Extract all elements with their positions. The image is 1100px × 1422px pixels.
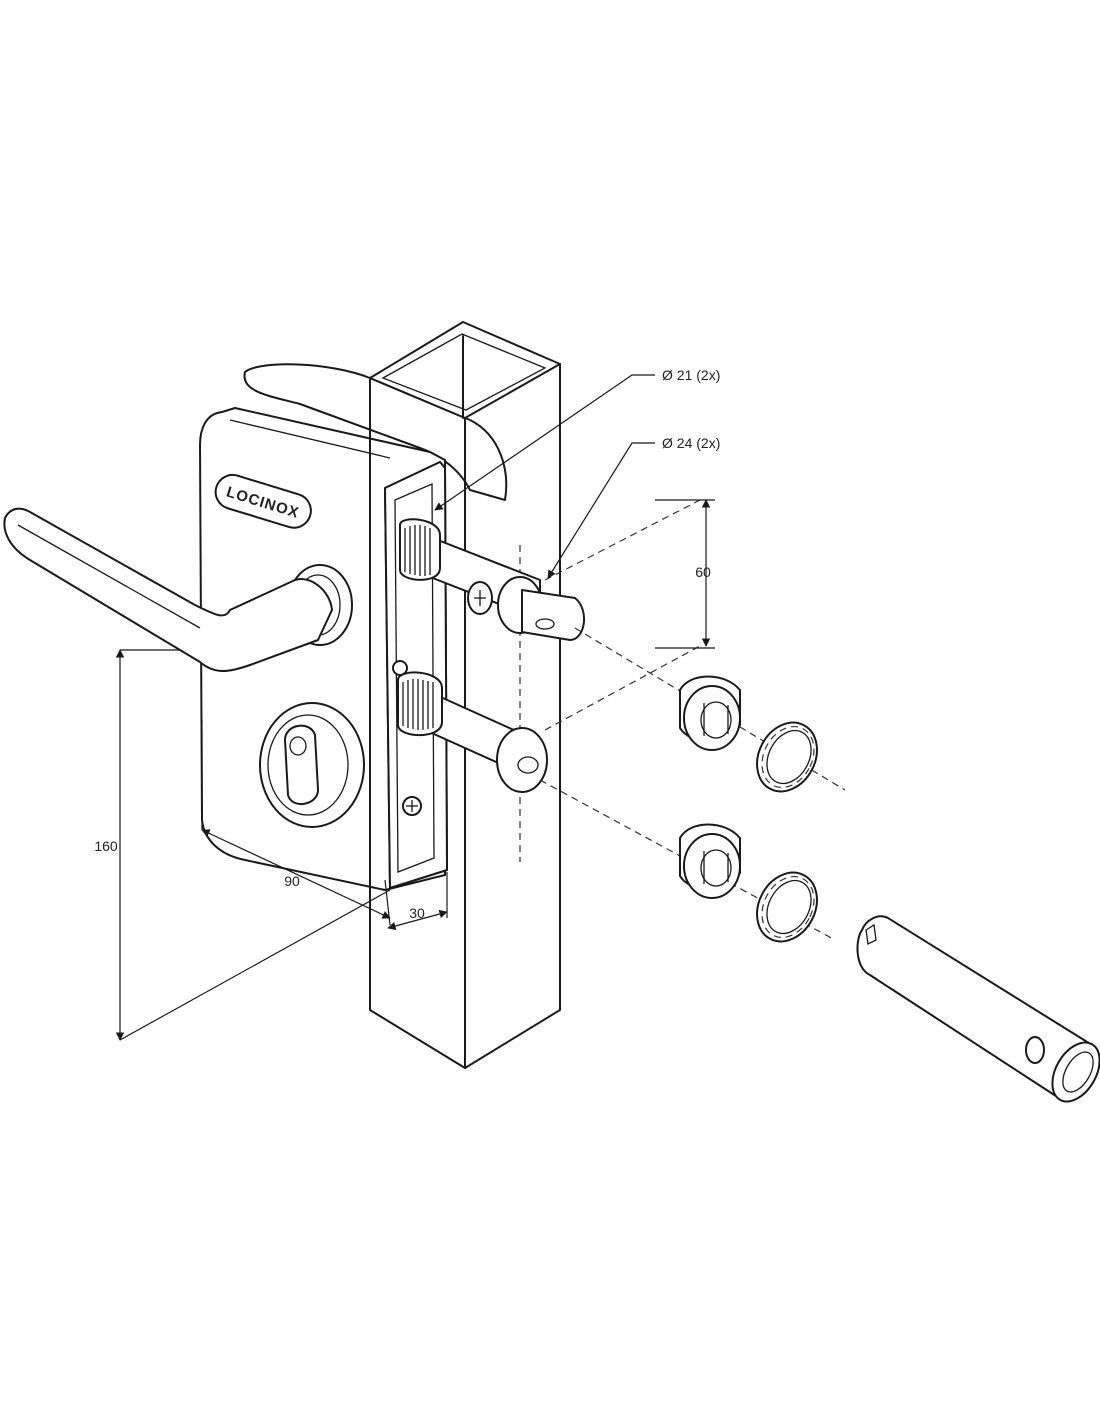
ring-upper bbox=[756, 721, 818, 793]
back-handle bbox=[243, 363, 508, 501]
front-handle bbox=[3, 507, 353, 672]
nut-upper bbox=[679, 675, 741, 751]
dimension-width-label: 90 bbox=[284, 873, 300, 889]
callout-diameter-24: Ø 24 (2x) bbox=[547, 435, 720, 579]
dimension-width: 90 bbox=[201, 720, 391, 926]
cylinder-rosette bbox=[259, 702, 365, 828]
mounting-tube bbox=[856, 915, 1100, 1103]
dimension-depth: 30 bbox=[387, 872, 448, 931]
dimension-spacing-label: 60 bbox=[695, 564, 711, 580]
upper-bolt bbox=[399, 518, 586, 641]
ring-lower bbox=[756, 871, 818, 943]
callout-diameter-21-label: Ø 21 (2x) bbox=[662, 367, 720, 383]
callout-diameter-21: Ø 21 (2x) bbox=[434, 367, 720, 511]
lower-bolt bbox=[397, 671, 548, 793]
dimension-height-label: 160 bbox=[94, 838, 118, 854]
dimension-depth-label: 30 bbox=[409, 905, 425, 921]
dimension-height: 160 bbox=[94, 649, 391, 1041]
keyhole-icon bbox=[284, 724, 319, 805]
nut-lower bbox=[679, 823, 741, 899]
dimension-spacing: 60 bbox=[695, 499, 711, 647]
callout-diameter-24-label: Ø 24 (2x) bbox=[662, 435, 720, 451]
